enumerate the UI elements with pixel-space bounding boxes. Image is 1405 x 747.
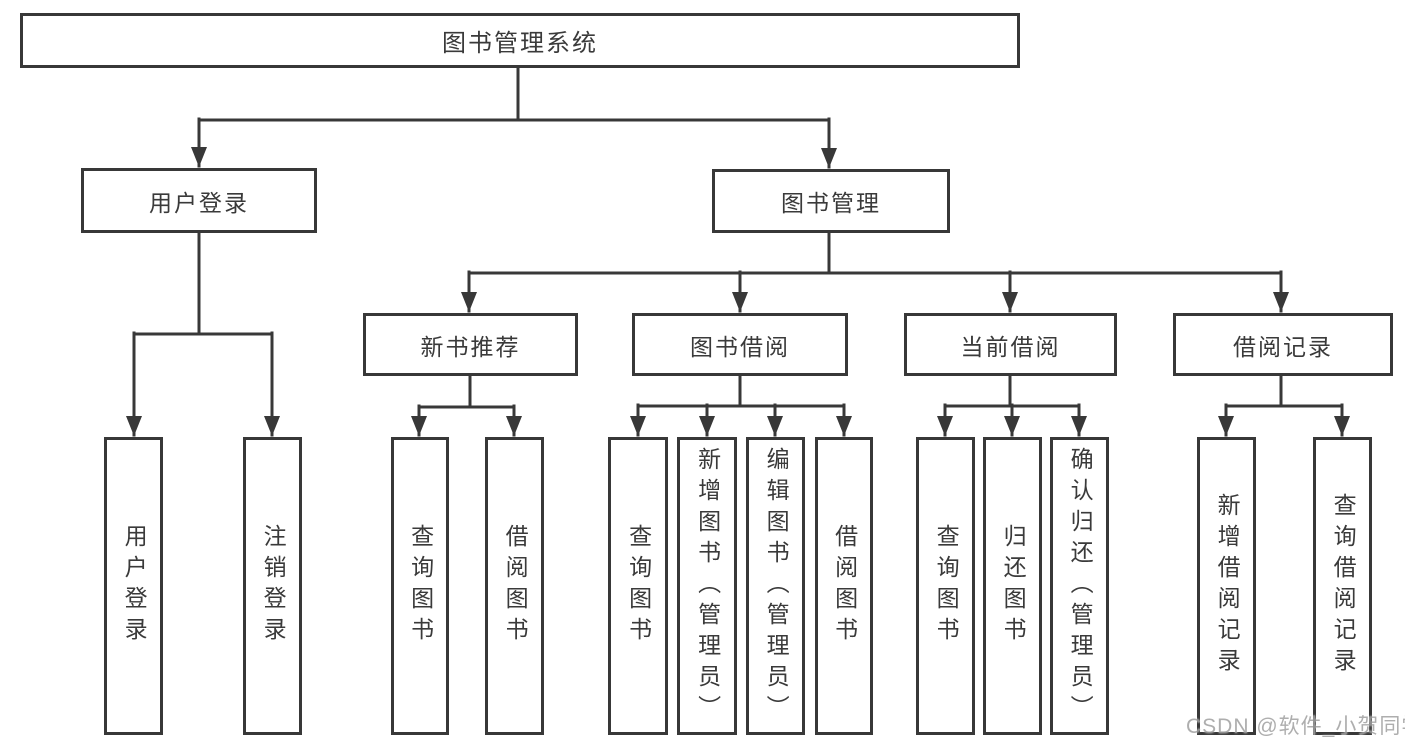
node-new-book-recommend: 新书推荐 — [363, 313, 578, 376]
leaf-nbr-query-books-label: 查询图书 — [407, 524, 434, 648]
leaf-bb-add-books-admin: 新增图书（管理员） — [677, 437, 737, 735]
node-borrow-records-label: 借阅记录 — [1233, 333, 1333, 360]
csdn-watermark: CSDN @软件_小贺同学 — [1186, 715, 1405, 738]
node-book-management: 图书管理 — [712, 169, 950, 233]
leaf-bb-query-books-label: 查询图书 — [625, 524, 652, 648]
node-book-borrow: 图书借阅 — [632, 313, 848, 376]
leaf-br-query-record: 查询借阅记录 — [1313, 437, 1372, 735]
leaf-cb-confirm-return-admin: 确认归还（管理员） — [1050, 437, 1109, 735]
leaf-bb-borrow-books-label: 借阅图书 — [831, 524, 858, 648]
node-borrow-records: 借阅记录 — [1173, 313, 1393, 376]
leaf-br-query-record-label: 查询借阅记录 — [1330, 493, 1357, 679]
leaf-nbr-borrow-books: 借阅图书 — [485, 437, 544, 735]
leaf-cb-query-books-label: 查询图书 — [933, 524, 960, 648]
node-user-login: 用户登录 — [81, 168, 317, 233]
node-book-borrow-label: 图书借阅 — [690, 333, 790, 360]
leaf-user-login-label: 用户登录 — [121, 524, 148, 648]
leaf-cb-query-books: 查询图书 — [916, 437, 975, 735]
leaf-bb-borrow-books: 借阅图书 — [815, 437, 873, 735]
leaf-nbr-query-books: 查询图书 — [391, 437, 449, 735]
leaf-br-add-record: 新增借阅记录 — [1197, 437, 1256, 735]
leaf-bb-query-books: 查询图书 — [608, 437, 668, 735]
leaf-nbr-borrow-books-label: 借阅图书 — [502, 524, 529, 648]
node-current-borrow-label: 当前借阅 — [960, 333, 1061, 360]
leaf-cb-return-books-label: 归还图书 — [1000, 524, 1027, 648]
node-new-book-recommend-label: 新书推荐 — [420, 333, 521, 360]
leaf-cb-confirm-return-admin-label: 确认归还（管理员） — [1067, 446, 1094, 726]
leaf-bb-edit-books-admin-label: 编辑图书（管理员） — [763, 446, 790, 726]
node-user-login-label: 用户登录 — [149, 189, 249, 216]
leaf-br-add-record-label: 新增借阅记录 — [1214, 493, 1241, 679]
leaf-bb-edit-books-admin: 编辑图书（管理员） — [746, 437, 805, 735]
node-book-management-label: 图书管理 — [781, 190, 881, 216]
leaf-logout: 注销登录 — [243, 437, 302, 735]
leaf-logout-label: 注销登录 — [260, 524, 287, 648]
leaf-bb-add-books-admin-label: 新增图书（管理员） — [694, 446, 721, 726]
node-current-borrow: 当前借阅 — [904, 313, 1117, 376]
node-root-label: 图书管理系统 — [442, 30, 598, 57]
node-root: 图书管理系统 — [20, 13, 1020, 68]
leaf-user-login: 用户登录 — [104, 437, 163, 735]
leaf-cb-return-books: 归还图书 — [983, 437, 1042, 735]
